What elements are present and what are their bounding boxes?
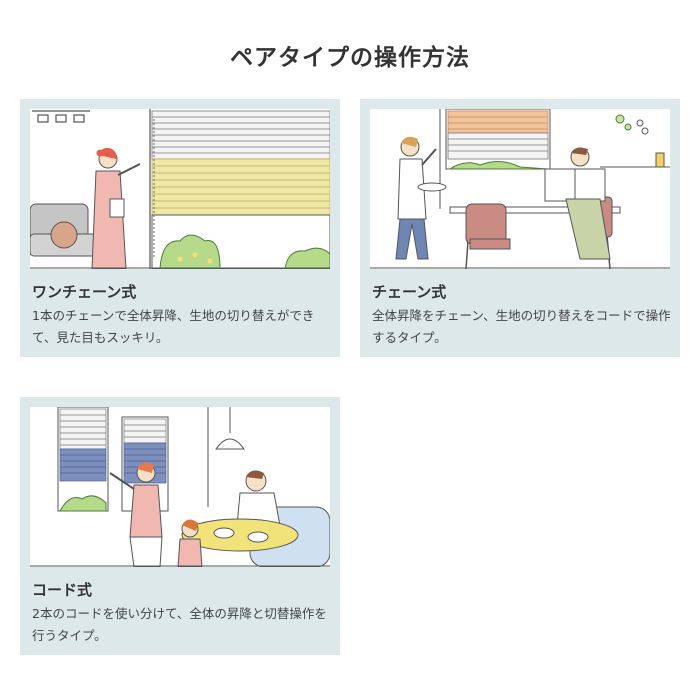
card-title: チェーン式 — [372, 283, 447, 301]
card-description: 2本のコードを使い分けて、全体の昇降と切替操作を行うタイプ。 — [32, 606, 327, 643]
illustration-one-chain — [30, 109, 330, 269]
page-title: ペアタイプの操作方法 — [230, 45, 470, 71]
card-one-chain: ワンチェーン式 1本のチェーンで全体昇降、生地の切り替えができて、見た目もスッキ… — [20, 99, 340, 357]
illustration-cord — [30, 407, 330, 567]
illustration-chain — [370, 109, 670, 269]
card-title: コード式 — [32, 581, 93, 599]
card-chain: チェーン式 全体昇降をチェーン、生地の切り替えをコードで操作するタイプ。 — [360, 99, 680, 357]
card-description: 全体昇降をチェーン、生地の切り替えをコードで操作するタイプ。 — [372, 308, 671, 345]
card-cord: コード式 2本のコードを使い分けて、全体の昇降と切替操作を行うタイプ。 — [20, 397, 340, 655]
card-title: ワンチェーン式 — [32, 283, 137, 301]
card-description: 1本のチェーンで全体昇降、生地の切り替えができて、見た目もスッキリ。 — [32, 308, 315, 345]
